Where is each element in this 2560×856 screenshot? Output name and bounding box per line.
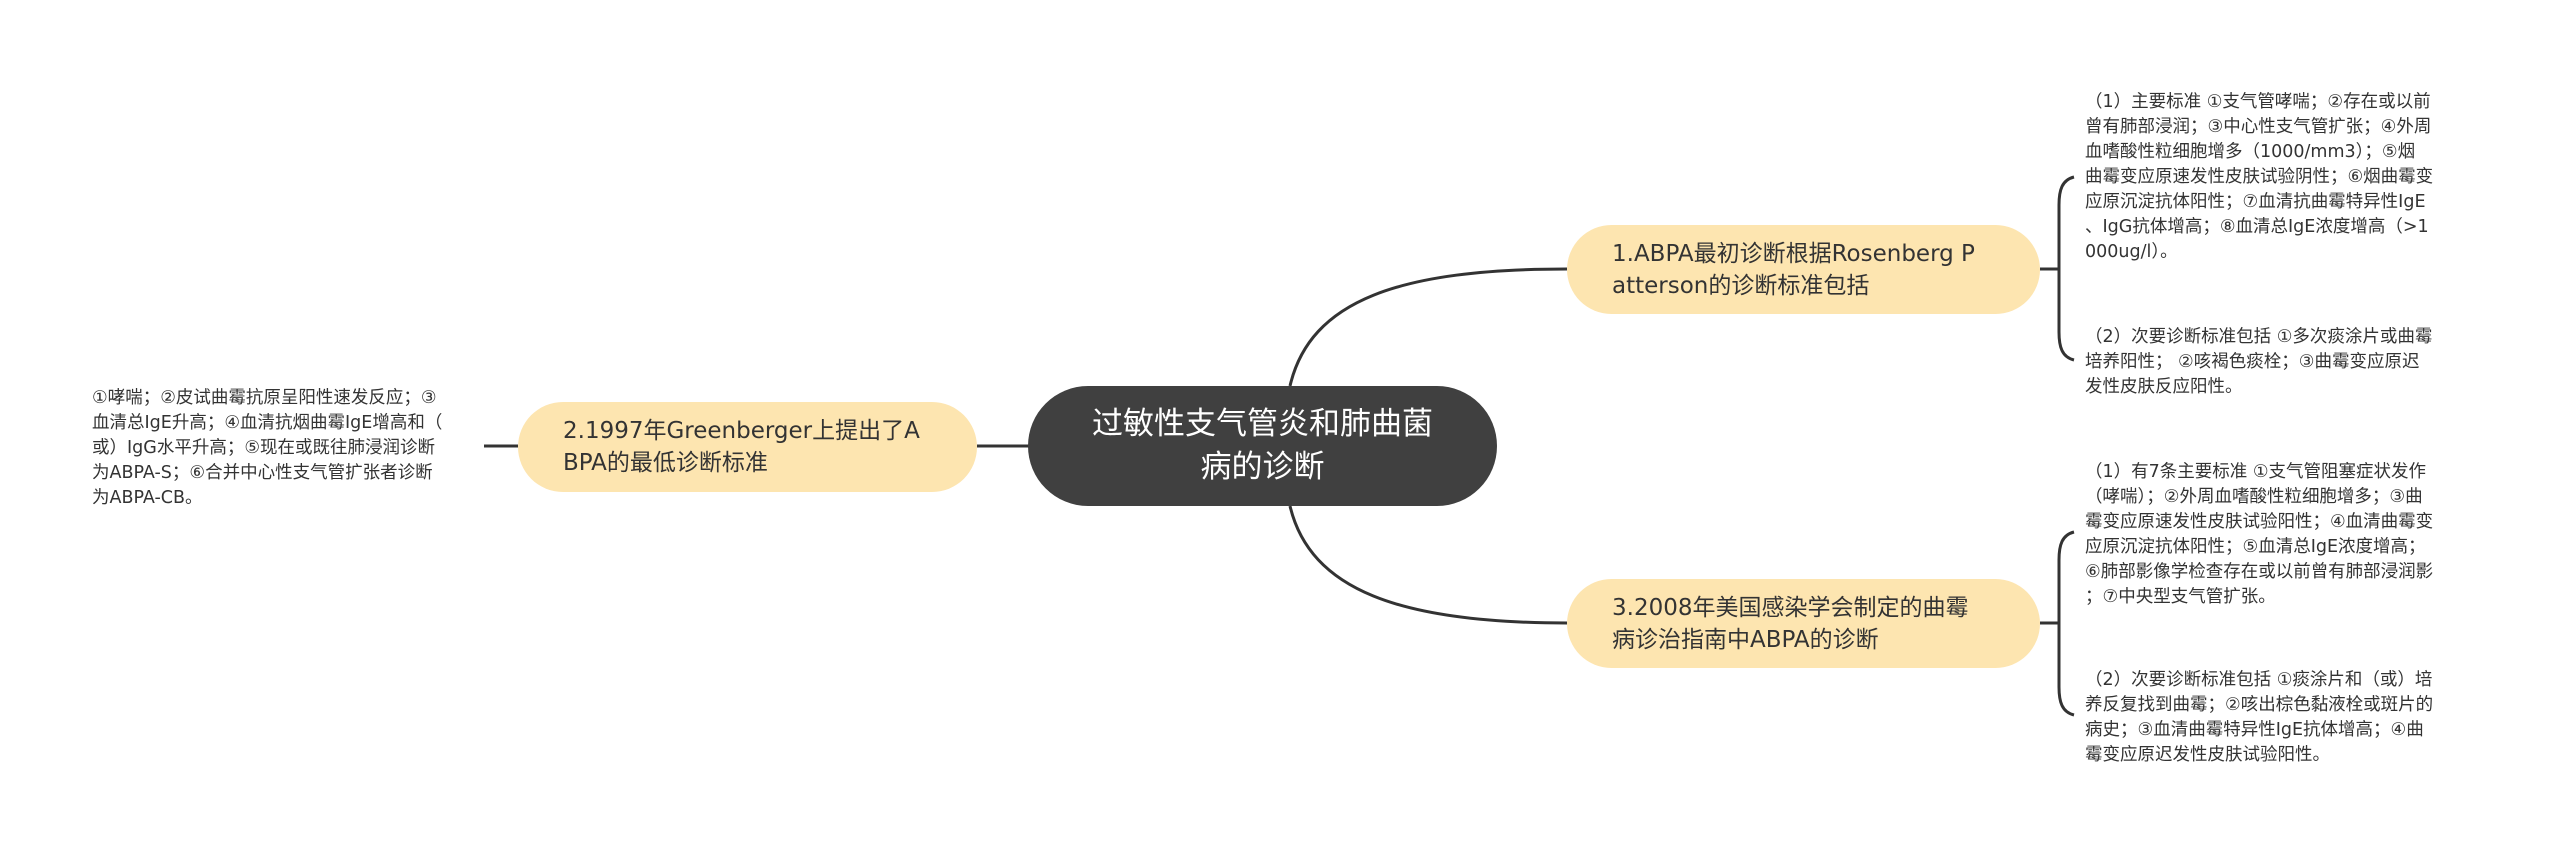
leaf-text-line: 为ABPA-S；⑥合并中心性支气管扩张者诊断 bbox=[92, 463, 433, 483]
brace-branch-3 bbox=[2057, 530, 2075, 717]
leaf-text-line: 霉变应原迟发性皮肤试验阳性。 bbox=[2085, 745, 2330, 765]
leaf-node-3-major-criteria[interactable]: （1）有7条主要标准 ①支气管阻塞症状发作 （哮喘）；②外周血嗜酸性粒细胞增多；… bbox=[2085, 460, 2433, 610]
leaf-node-1-minor-criteria[interactable]: （2）次要诊断标准包括 ①多次痰涂片或曲霉 培养阳性； ②咳褐色痰栓；③曲霉变应… bbox=[2085, 325, 2432, 400]
leaf-text-line: ①哮喘；②皮试曲霉抗原呈阳性速发反应；③ bbox=[92, 388, 437, 408]
leaf-text-line: 曲霉变应原速发性皮肤试验阴性；⑥烟曲霉变 bbox=[2085, 167, 2434, 187]
leaf-text-line: 为ABPA-CB。 bbox=[92, 488, 203, 508]
central-topic-line: 病的诊断 bbox=[1200, 449, 1325, 485]
leaf-text-line: 病史；③血清曲霉特异性IgE抗体增高；④曲 bbox=[2085, 720, 2424, 740]
branch-1-text-line: 1.ABPA最初诊断根据Rosenberg P bbox=[1612, 240, 1975, 267]
link-center-branch-3 bbox=[1288, 505, 1568, 625]
branch-node-2[interactable]: 2.1997年Greenberger上提出了A BPA的最低诊断标准 bbox=[518, 402, 977, 492]
leaf-node-3-minor-criteria[interactable]: （2）次要诊断标准包括 ①痰涂片和（或）培 养反复找到曲霉；②咳出棕色黏液栓或斑… bbox=[2085, 668, 2433, 768]
leaf-text-line: （2）次要诊断标准包括 ①痰涂片和（或）培 bbox=[2085, 670, 2433, 690]
leaf-text-line: 血嗜酸性粒细胞增多（1000/mm3）；⑤烟 bbox=[2085, 142, 2416, 162]
branch-node-3[interactable]: 3.2008年美国感染学会制定的曲霉 病诊治指南中ABPA的诊断 bbox=[1567, 579, 2040, 668]
leaf-text-line: 霉变应原速发性皮肤试验阳性；④血清曲霉变 bbox=[2085, 512, 2434, 532]
leaf-text-line: 发性皮肤反应阳性。 bbox=[2085, 377, 2243, 397]
leaf-node-2-minimum-criteria[interactable]: ①哮喘；②皮试曲霉抗原呈阳性速发反应；③ 血清总IgE升高；④血清抗烟曲霉IgE… bbox=[92, 386, 442, 511]
leaf-text-line: 养反复找到曲霉；②咳出棕色黏液栓或斑片的 bbox=[2085, 695, 2434, 715]
leaf-text-line: （1）主要标准 ①支气管哮喘；②存在或以前 bbox=[2085, 92, 2431, 112]
leaf-text-line: （哮喘）；②外周血嗜酸性粒细胞增多；③曲 bbox=[2085, 487, 2423, 507]
branch-3-text-line: 病诊治指南中ABPA的诊断 bbox=[1612, 626, 1879, 653]
leaf-text-line: 应原沉淀抗体阳性；⑤血清总IgE浓度增高； bbox=[2085, 537, 2426, 557]
branch-2-text-line: BPA的最低诊断标准 bbox=[563, 450, 768, 476]
leaf-text-line: 应原沉淀抗体阳性；⑦血清抗曲霉特异性IgE bbox=[2085, 192, 2426, 212]
leaf-text-line: ⑥肺部影像学检查存在或以前曾有肺部浸润影 bbox=[2085, 562, 2434, 582]
leaf-text-line: 培养阳性； ②咳褐色痰栓；③曲霉变应原迟 bbox=[2085, 352, 2420, 372]
brace-branch-1 bbox=[2057, 175, 2075, 362]
leaf-text-line: 血清总IgE升高；④血清抗烟曲霉IgE增高和（ bbox=[92, 413, 443, 433]
branch-1-text-line: atterson的诊断标准包括 bbox=[1612, 272, 1870, 299]
branch-3-text-line: 3.2008年美国感染学会制定的曲霉 bbox=[1612, 594, 1969, 621]
central-topic-node[interactable]: 过敏性支气管炎和肺曲菌 病的诊断 bbox=[1028, 386, 1497, 506]
leaf-node-1-major-criteria[interactable]: （1）主要标准 ①支气管哮喘；②存在或以前 曾有肺部浸润；③中心性支气管扩张；④… bbox=[2085, 90, 2433, 265]
branch-2-text-line: 2.1997年Greenberger上提出了A bbox=[563, 418, 920, 444]
leaf-text-line: 或）IgG水平升高；⑤现在或既往肺浸润诊断 bbox=[92, 438, 436, 458]
central-topic-line: 过敏性支气管炎和肺曲菌 bbox=[1092, 406, 1433, 442]
leaf-text-line: ；⑦中央型支气管扩张。 bbox=[2085, 587, 2276, 607]
leaf-text-line: 000ug/l）。 bbox=[2085, 242, 2178, 262]
leaf-text-line: （1）有7条主要标准 ①支气管阻塞症状发作 bbox=[2085, 462, 2427, 482]
leaf-text-line: （2）次要诊断标准包括 ①多次痰涂片或曲霉 bbox=[2085, 327, 2433, 347]
leaf-text-line: 曾有肺部浸润；③中心性支气管扩张；④外周 bbox=[2085, 117, 2432, 137]
branch-node-1[interactable]: 1.ABPA最初诊断根据Rosenberg P atterson的诊断标准包括 bbox=[1567, 225, 2040, 314]
leaf-text-line: 、IgG抗体增高；⑧血清总IgE浓度增高（>1 bbox=[2085, 217, 2429, 237]
link-center-branch-1 bbox=[1288, 267, 1568, 387]
